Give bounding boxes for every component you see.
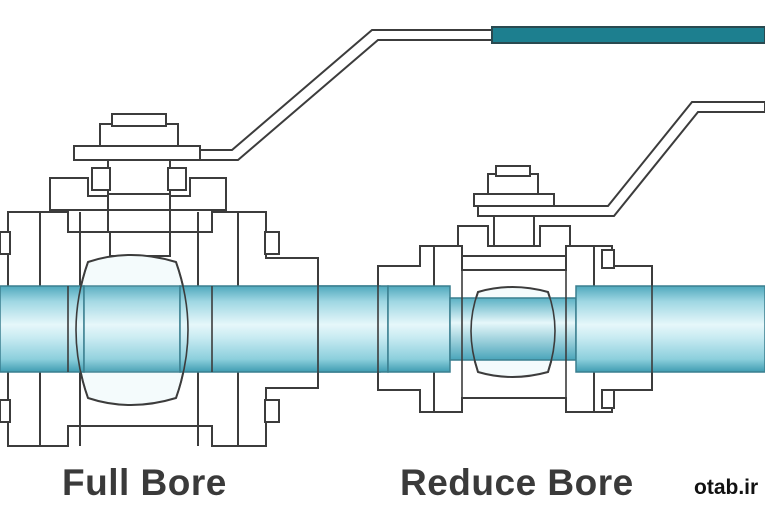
watermark-text: otab.ir xyxy=(694,476,759,499)
overlay-outlines xyxy=(67,258,653,399)
pipe-full-bore-left xyxy=(0,285,85,373)
pipe-reduce-bore-center xyxy=(449,297,577,361)
full-bore-label: Full Bore xyxy=(62,462,227,503)
full-bore-handle-grip xyxy=(491,26,765,44)
pipe-reduce-outlet xyxy=(575,285,765,373)
reduce-bore-label: Reduce Bore xyxy=(400,462,634,503)
pipe-full-bore-center xyxy=(83,285,181,373)
pipe-reduce-inlet xyxy=(387,285,451,373)
pipe-between xyxy=(317,285,389,373)
